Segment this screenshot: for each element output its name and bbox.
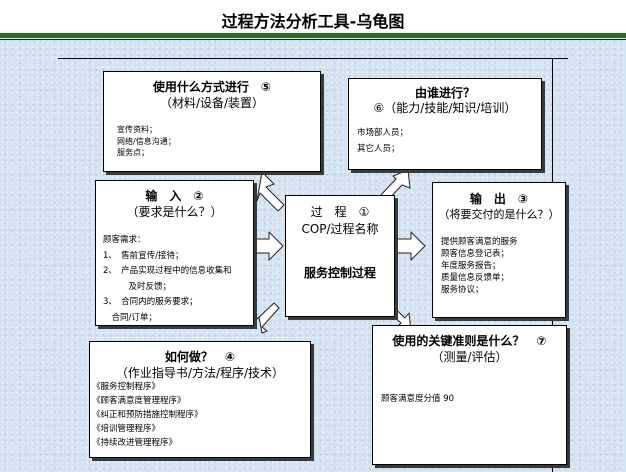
input-box: 输 入 ② （要求是什么？） 顾客需求： 1、 售前宣传/接待； 2、 产品实现… — [95, 180, 254, 326]
list-item: 服务协议； — [441, 285, 484, 295]
list-item: 3、 合同内的服务要求； — [103, 297, 198, 307]
how-heading: 如何做？ ④ — [164, 350, 236, 364]
list-item: 顾客信息登记表； — [441, 249, 510, 259]
list-item: 质量信息反馈单； — [441, 273, 510, 283]
how-subheading: （作业指导书/方法/程序/技术） — [115, 366, 285, 380]
process-name: 服务控制过程 — [303, 266, 376, 280]
list-item: 《服务控制程序》 — [92, 382, 161, 392]
arrow-how-to-process — [253, 302, 280, 334]
process-subheading: COP/过程名称 — [301, 222, 379, 236]
method-box: 使用什么方式进行 ⑤ （材料/设备/装置） 宣传资料； 网络/信息沟通； 服务点… — [103, 71, 321, 172]
method-heading: 使用什么方式进行 ⑤ — [152, 80, 272, 94]
process-box: 过 程 ① COP/过程名称 服务控制过程 — [285, 195, 395, 317]
arrow-method-to-process — [256, 171, 285, 212]
arrow-input-to-process — [253, 231, 284, 261]
criteria-heading: 使用的关键准则是什么？ ⑦ — [392, 334, 547, 348]
who-box: 由谁进行？ ⑥（能力/技能/知识/培训） 市场部人员； 其它人员； — [348, 78, 542, 170]
list-item: 顾客满意度分值 90 — [381, 394, 455, 404]
how-box: 如何做？ ④ （作业指导书/方法/程序/技术） 《服务控制程序》 《顾客满意度管… — [89, 341, 311, 458]
method-lines: 宣传资料； 网络/信息沟通； 服务点； — [117, 124, 176, 159]
title-rule-dark — [0, 39, 626, 40]
input-heading: 输 入 ② — [145, 189, 204, 203]
output-lines: 提供顾客满意的服务 顾客信息登记表； 年度服务报告； 质量信息反馈单； 服务协议… — [441, 236, 518, 296]
method-subheading: （材料/设备/装置） — [159, 96, 265, 110]
list-item: 《培训管理程序》 — [92, 424, 161, 434]
who-subheading: ⑥（能力/技能/知识/培训） — [373, 101, 517, 115]
list-item: 宣传资料； — [117, 125, 157, 134]
list-item: 其它人员； — [357, 143, 400, 154]
process-heading: 过 程 ① — [310, 205, 370, 219]
criteria-box: 使用的关键准则是什么？ ⑦ （测量/评估） 顾客满意度分值 90 — [372, 325, 567, 465]
who-lines: 市场部人员； 其它人员； — [357, 126, 408, 157]
list-item: 及时反馈； — [103, 281, 172, 292]
list-item: 《纠正和预防措施控制程序》 — [92, 410, 203, 420]
input-subheading: （要求是什么？） — [126, 205, 223, 219]
list-item: 提供顾客满意的服务 — [441, 237, 518, 247]
output-heading: 输 出 ③ — [469, 192, 529, 206]
header-rule — [58, 58, 568, 59]
list-item: 网络/信息沟通； — [117, 136, 176, 146]
list-item: 2、 产品实现过程中的信息收集和 — [103, 266, 232, 276]
list-item: 市场部人员； — [357, 128, 409, 138]
list-item: 1、 售前宣传/接待； — [103, 250, 184, 261]
who-heading: 由谁进行？ — [414, 86, 475, 100]
output-subheading: （将要交付的是什么？） — [438, 208, 560, 221]
title-rule — [0, 33, 626, 38]
list-item: 《持续改进管理程序》 — [92, 438, 178, 448]
list-item: 服务点； — [117, 148, 149, 157]
list-item: 《顾客满意度管理程序》 — [92, 396, 186, 406]
how-lines: 《服务控制程序》 《顾客满意度管理程序》 《纠正和预防措施控制程序》 《培训管理… — [92, 380, 203, 450]
list-item: 年度服务报告； — [441, 261, 501, 271]
criteria-lines: 顾客满意度分值 90 — [381, 392, 454, 408]
criteria-subheading: （测量/评估） — [431, 350, 508, 364]
output-box: 输 出 ③ （将要交付的是什么？） 提供顾客满意的服务 顾客信息登记表； 年度服… — [432, 182, 566, 318]
arrow-process-to-output — [396, 231, 426, 261]
page-title: 过程方法分析工具-乌龟图 — [221, 12, 405, 31]
list-item: 顾客需求： — [103, 235, 146, 245]
input-lines: 顾客需求： 1、 售前宣传/接待； 2、 产品实现过程中的信息收集和 及时反馈；… — [103, 233, 232, 326]
title-bar: 过程方法分析工具-乌龟图 — [0, 0, 626, 33]
list-item: 合同/订单； — [103, 312, 157, 323]
